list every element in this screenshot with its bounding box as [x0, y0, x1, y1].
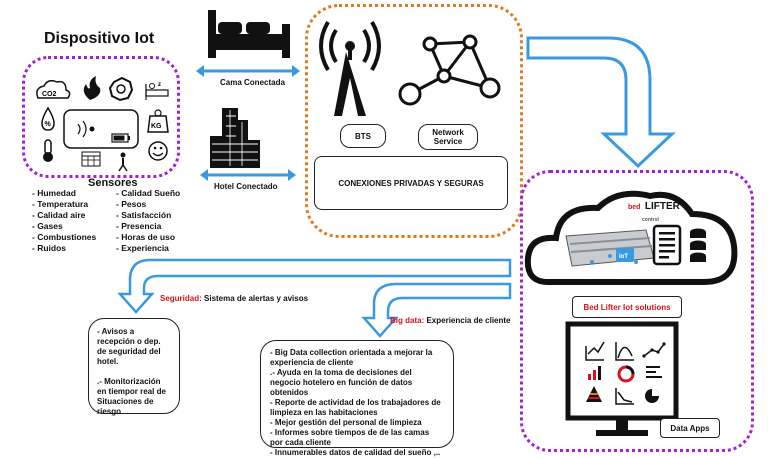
calendar-icon [81, 151, 101, 167]
sensors-left-list: - Humedad - Temperatura - Calidad aire -… [32, 188, 96, 254]
list-item: - Pesos [116, 199, 147, 209]
bts-tower-icon [319, 20, 381, 116]
document-icon [652, 224, 682, 266]
list-item: - Reporte de actividad de los trabajador… [270, 398, 441, 417]
list-item: - Horas de uso [116, 232, 176, 242]
bigdata-text: Experiencia de cliente [424, 316, 511, 325]
bed-sleep-icon: z [145, 82, 169, 100]
bigdata-flow-arrow-icon [361, 282, 512, 338]
list-item: - Satisfacción [116, 210, 172, 220]
security-head: Seguridad: [160, 294, 202, 303]
hotel-connected-label: Hotel Conectado [214, 182, 278, 191]
data-apps-box: Data Apps [660, 418, 720, 438]
network-frame [305, 4, 523, 238]
list-item: - Big Data collection orientada a mejora… [270, 348, 433, 367]
list-item: .- Ayuda en la toma de decisiones del ne… [270, 368, 413, 397]
down-right-arrow-icon [526, 36, 676, 169]
bigdata-notes-box: - Big Data collection orientada a mejora… [260, 340, 454, 457]
bts-box: BTS [340, 124, 386, 148]
list-item: - Experiencia [116, 243, 169, 253]
brand-small-text: bed [628, 204, 641, 211]
list-item: - Combustiones [32, 232, 97, 242]
list-item: - Ruidos [32, 243, 66, 253]
bed-icon [208, 10, 290, 58]
scatter-chart-icon [642, 342, 666, 358]
bar-chart-icon [588, 366, 601, 380]
co2-label: CO2 [42, 91, 57, 98]
weight-icon [147, 109, 169, 133]
pyramid-chart-icon [586, 386, 602, 402]
list-item: - Gases [32, 221, 63, 231]
list-item: - Informes sobre tiempos de de las camas… [270, 428, 430, 447]
iot-title: Dispositivo Iot [44, 30, 155, 47]
flame-icon [83, 76, 101, 100]
security-text: Sistema de alertas y avisos [201, 294, 309, 303]
bed-double-arrow-icon [196, 65, 300, 77]
list-item: - Mejor gestión del personal de limpieza [270, 418, 422, 427]
bed-mechanism-icon [565, 229, 655, 267]
list-item: .- Monitorización en tiempor real de Sit… [97, 377, 166, 416]
list-item: - Avisos a recepción o dep. de seguridad… [97, 327, 161, 366]
iot-badge: IoT [619, 254, 628, 260]
brand-sub-text: control [642, 217, 659, 223]
bed-lifter-solutions-box: Bed Lifter Iot solutions [572, 296, 682, 318]
humidity-drop-icon: % [41, 106, 55, 131]
co2-cloud-icon [36, 79, 71, 99]
donut-chart-icon [617, 365, 635, 383]
security-notes-box: - Avisos a recepción o dep. de seguridad… [88, 318, 180, 416]
svg-text:%: % [45, 121, 52, 128]
list-item: - Innumerables datos de calidad del sueñ… [270, 448, 441, 457]
line-chart-icon [585, 341, 605, 361]
pie-chart-icon [645, 389, 659, 403]
curve-chart-icon [615, 342, 634, 361]
security-flow-label: Seguridad: Sistema de alertas y avisos [160, 294, 308, 303]
satisfaction-smiley-icon [148, 141, 168, 161]
presence-icon [118, 152, 128, 172]
security-flow-arrow-icon [117, 258, 512, 314]
list-item: - Calidad aire [32, 210, 86, 220]
list-item: - Calidad Sueño [116, 188, 181, 198]
bed-connected-label: Cama Conectada [220, 78, 285, 87]
list-item: - Humedad [32, 188, 76, 198]
progress-chart-icon [646, 366, 662, 378]
svg-text:z: z [158, 82, 161, 88]
cloud-frame [520, 170, 754, 452]
hotel-buildings-icon [210, 108, 260, 168]
network-graph-icon [398, 34, 501, 106]
hotel-double-arrow-icon [200, 169, 296, 181]
list-item: - Presencia [116, 221, 162, 231]
thermometer-icon [43, 139, 53, 162]
network-service-box: Network Service [418, 124, 478, 150]
brand-big-text: LIFTER [644, 201, 680, 212]
iot-device-frame [22, 56, 180, 178]
private-connections-box: CONEXIONES PRIVADAS Y SEGURAS [314, 156, 508, 210]
bedlifter-brand-logo: bed LIFTER control [628, 200, 680, 225]
sensors-title: Sensores [88, 177, 138, 189]
database-icon [690, 228, 706, 262]
bigdata-flow-label: Big data: Experiencia de cliente [390, 316, 511, 325]
area-chart-icon [615, 388, 634, 405]
weight-label: KG [151, 123, 162, 130]
iot-device-icon [63, 109, 139, 149]
monitor-icon [565, 321, 679, 436]
alarm-icon [108, 76, 134, 102]
list-item: - Temperatura [32, 199, 89, 209]
sensors-right-list: - Calidad Sueño - Pesos - Satisfacción -… [116, 188, 180, 254]
bigdata-head: Big data: [390, 316, 425, 325]
